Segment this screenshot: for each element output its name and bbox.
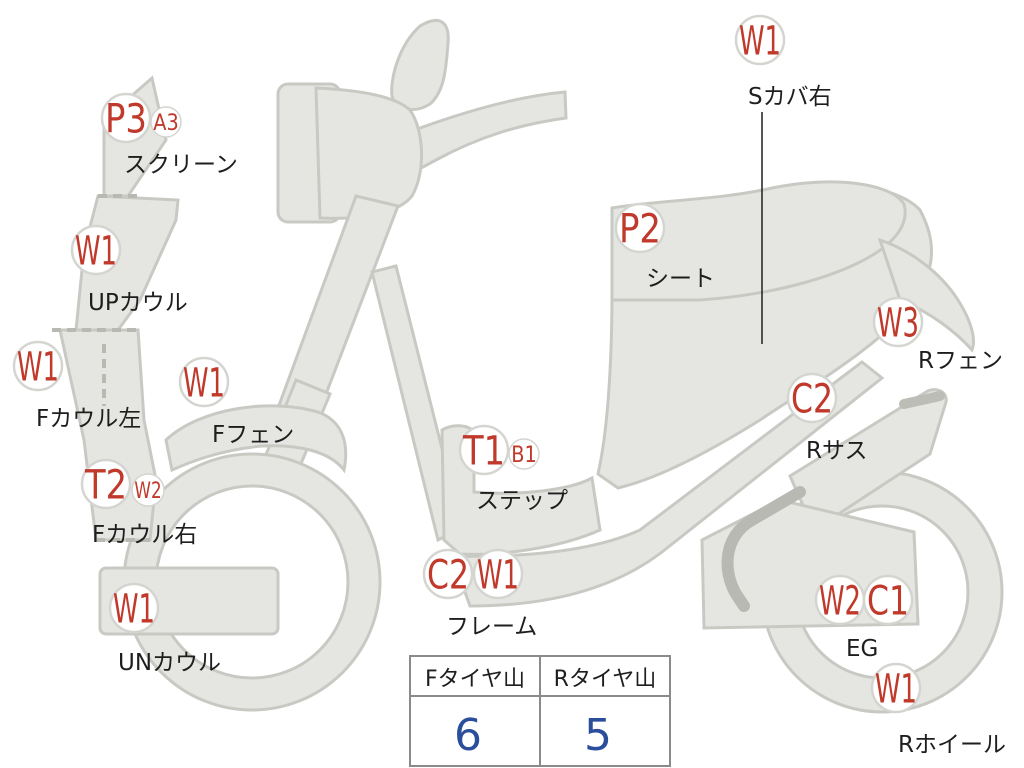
part-label: Rホイール xyxy=(898,732,1006,758)
code-marker-circle xyxy=(70,224,122,276)
part-label: EG xyxy=(846,636,878,662)
code-marker-circle xyxy=(614,202,666,254)
part-label: Fカウル左 xyxy=(36,406,141,432)
part-label: Sカバ右 xyxy=(748,84,832,110)
part-label: UPカウル xyxy=(88,290,188,316)
part-label: Rフェン xyxy=(918,348,1003,374)
damage-code: B1 xyxy=(511,443,537,468)
part-seat: P2 シート xyxy=(614,202,715,292)
damage-code: W1 xyxy=(183,360,225,406)
code-marker-circle xyxy=(472,548,524,600)
part-label: フレーム xyxy=(446,614,537,640)
damage-code: A3 xyxy=(153,111,179,136)
code-marker-circle xyxy=(786,372,838,424)
part-label: Rサス xyxy=(806,438,868,464)
damage-code: C2 xyxy=(427,552,469,598)
part-label: Fカウル右 xyxy=(92,522,197,548)
code-marker-circle xyxy=(178,356,230,408)
damage-code: W1 xyxy=(739,18,781,64)
damage-code: W1 xyxy=(875,666,917,712)
part-label: スクリーン xyxy=(124,152,238,178)
code-marker-circle xyxy=(422,548,474,600)
code-marker-circle xyxy=(872,296,924,348)
rear-tire-value: 5 xyxy=(584,710,612,761)
damage-code: W1 xyxy=(113,586,155,632)
damage-code: C1 xyxy=(867,578,909,624)
code-marker-circle xyxy=(458,424,510,476)
code-marker-circle xyxy=(12,340,64,392)
rear-fender-shape xyxy=(877,237,975,353)
damage-code: C2 xyxy=(791,376,833,422)
damage-code: P3 xyxy=(105,96,147,142)
part-label: Fフェン xyxy=(212,422,294,448)
code-marker-circle xyxy=(108,582,160,634)
code-marker-circle xyxy=(131,473,165,507)
damage-code: T1 xyxy=(462,428,505,474)
mirror-shape xyxy=(390,19,450,112)
rear-tire-header: Rタイヤ山 xyxy=(554,667,657,692)
code-marker-circle xyxy=(80,458,132,510)
damage-code: W3 xyxy=(877,300,919,346)
code-marker-circle xyxy=(150,106,182,138)
part-label: UNカウル xyxy=(118,650,221,676)
front-tire-header: Fタイヤ山 xyxy=(425,667,525,692)
damage-code: W1 xyxy=(477,552,519,598)
damage-code: P2 xyxy=(619,206,661,252)
damage-code: W1 xyxy=(75,228,117,274)
damage-code: W2 xyxy=(134,479,161,504)
code-marker-circle xyxy=(862,574,914,626)
part-label: ステップ xyxy=(476,488,568,514)
part-label: シート xyxy=(646,266,715,292)
damage-code: W2 xyxy=(819,578,861,624)
code-marker-circle xyxy=(870,662,922,714)
exhaust-shape xyxy=(721,486,806,612)
code-marker-circle xyxy=(100,92,152,144)
rear-shock-rod xyxy=(899,391,945,409)
front-fender-shape xyxy=(164,404,348,474)
code-marker-circle xyxy=(734,14,786,66)
damage-code: W1 xyxy=(17,344,59,390)
front-tire-value: 6 xyxy=(454,710,482,761)
code-marker-circle xyxy=(508,438,540,470)
damage-code: T2 xyxy=(84,462,127,508)
seat-shape xyxy=(610,180,907,302)
tire-tread-table: Fタイヤ山 Rタイヤ山 6 5 xyxy=(409,655,671,767)
